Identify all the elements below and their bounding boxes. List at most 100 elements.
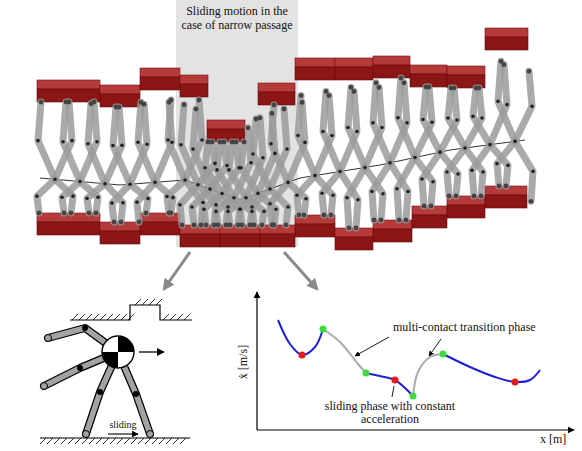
joint-dot	[463, 146, 467, 150]
hatch-mark	[100, 314, 106, 320]
block-top	[295, 58, 335, 67]
band-heading: Sliding motion in the case of narrow pas…	[180, 4, 294, 32]
foot-dot	[297, 213, 302, 218]
joint-dot	[214, 203, 218, 207]
foot-dot	[197, 98, 202, 103]
joint-dot	[196, 183, 200, 187]
foot-dot	[422, 204, 427, 209]
joint-dot	[226, 205, 230, 209]
block-front	[295, 67, 335, 80]
block-front	[373, 65, 410, 78]
joint-dot	[496, 100, 500, 104]
joint-dot	[121, 201, 125, 205]
leader-arrow	[429, 339, 441, 356]
hatch-mark	[124, 438, 130, 444]
foot-dot	[199, 223, 204, 228]
hatch-mark	[86, 314, 92, 320]
foot-dot	[69, 211, 74, 216]
x-axis	[257, 429, 574, 430]
joint-dot	[431, 180, 435, 184]
joint-dot	[96, 195, 100, 199]
foot-dot	[504, 184, 509, 189]
wall-block	[260, 225, 295, 247]
joint-dot	[179, 143, 183, 147]
joint-dot	[183, 178, 187, 182]
wall-block	[335, 228, 373, 250]
wall-block	[335, 58, 373, 80]
joint-dot	[456, 172, 460, 176]
foot-dot	[139, 100, 144, 105]
foot-dot	[372, 218, 377, 223]
joint-dot	[320, 191, 324, 195]
block-top	[140, 68, 180, 77]
foot-dot	[260, 223, 265, 228]
phase-dot	[320, 326, 327, 333]
robot-leg	[397, 158, 415, 221]
joint-dot	[380, 126, 384, 130]
block-front	[335, 67, 373, 80]
joint-dot	[530, 105, 534, 109]
joint-dot	[286, 205, 290, 209]
joint-dot	[250, 210, 254, 214]
foot-dot	[270, 223, 275, 228]
joint-dot	[285, 147, 289, 151]
foot-dot	[424, 85, 429, 90]
joint-dot	[531, 170, 535, 174]
robot-leg	[63, 102, 80, 182]
velocity-plot	[257, 292, 574, 430]
foot-dot	[182, 102, 187, 107]
joint-dot	[296, 134, 300, 138]
sliding-arrow	[108, 433, 138, 434]
foot-dot	[397, 218, 402, 223]
joint-dot	[178, 203, 182, 207]
block-front	[180, 84, 208, 97]
joint-dot	[201, 201, 205, 205]
joint-dot	[35, 194, 39, 198]
wall-block	[412, 206, 447, 228]
robot-leg	[447, 148, 465, 196]
joint-dot	[268, 187, 272, 191]
joint-dot	[346, 126, 350, 130]
joint-dot	[445, 170, 449, 174]
block-top	[207, 120, 245, 129]
block-top	[335, 58, 373, 67]
hatch-mark	[152, 438, 158, 444]
foot	[45, 335, 52, 342]
hatch-mark	[128, 314, 134, 320]
foot-dot	[299, 93, 304, 98]
wall-block	[295, 58, 335, 80]
robot-leg	[113, 107, 130, 184]
joint-dot	[238, 207, 242, 211]
joint-dot	[438, 150, 442, 154]
phase-annotation: sliding phase with constant acceleration	[323, 400, 457, 426]
joint-dot	[203, 166, 207, 170]
joint-dot	[249, 161, 253, 165]
foot-dot	[167, 211, 172, 216]
hatch-mark	[159, 438, 165, 444]
joint-dot	[413, 156, 417, 160]
hatch-mark	[89, 438, 95, 444]
joint-dot	[330, 134, 334, 138]
shaded-band: Sliding motion in the case of narrow pas…	[176, 0, 298, 36]
hatching	[40, 299, 190, 444]
hatch-mark	[72, 314, 78, 320]
joint-dot	[355, 130, 359, 134]
robot-body	[102, 336, 134, 368]
block-front	[260, 234, 295, 247]
foot-dot	[114, 105, 119, 110]
joint-dot	[171, 196, 175, 200]
joint-dot	[313, 174, 317, 178]
foot-dot	[89, 101, 94, 106]
robot-leg	[297, 176, 315, 215]
joint-dot	[85, 197, 89, 201]
joint-dot	[213, 162, 217, 166]
foot-dot	[479, 194, 484, 199]
robot-leg	[448, 88, 465, 148]
joint-dot	[405, 121, 409, 125]
joint-dot	[70, 139, 74, 143]
y-axis	[256, 292, 257, 430]
foot-dot	[240, 223, 245, 228]
foot-dot	[216, 223, 221, 228]
hatch-mark	[117, 438, 123, 444]
